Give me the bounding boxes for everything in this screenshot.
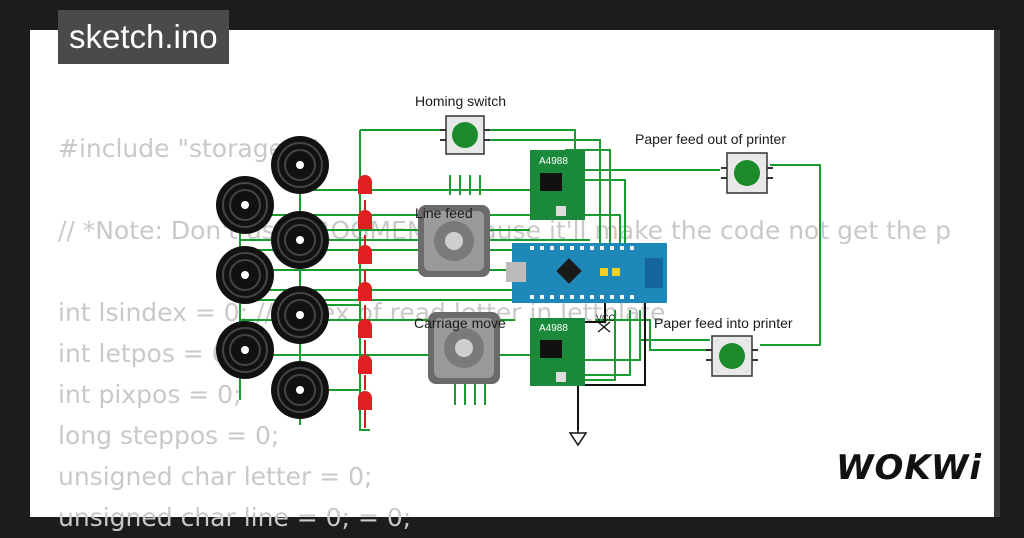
homing-switch-button[interactable]	[440, 115, 490, 155]
buzzer-icon	[216, 321, 274, 379]
homing-switch-label: Homing switch	[415, 93, 506, 109]
led-icon	[358, 355, 372, 374]
led-icon	[358, 210, 372, 229]
arduino-nano[interactable]	[506, 243, 667, 303]
led-icon	[358, 319, 372, 338]
line-feed-stepper[interactable]	[418, 205, 490, 277]
led-icon	[358, 245, 372, 264]
paper-in-button[interactable]	[706, 335, 758, 377]
led-icon	[358, 391, 372, 410]
led-icon	[358, 282, 372, 301]
carriage-stepper[interactable]	[428, 312, 500, 384]
code-line: unsigned char letter = 0;	[58, 462, 373, 491]
driver-2-label: A4988	[539, 323, 568, 334]
sketch-file-tab[interactable]: sketch.ino	[58, 10, 229, 64]
paper-out-label: Paper feed out of printer	[635, 131, 786, 147]
code-line: long steppos = 0;	[58, 421, 280, 450]
vcc-symbol	[597, 321, 611, 333]
driver-1-label: A4988	[539, 156, 568, 167]
scrollbar[interactable]	[994, 30, 1000, 517]
paper-in-label: Paper feed into printer	[654, 315, 793, 331]
a4988-driver-1[interactable]: A4988	[530, 150, 585, 220]
black-wires	[577, 300, 646, 430]
line-feed-label: Line feed	[415, 205, 473, 221]
carriage-move-label: Carriage move	[414, 315, 506, 331]
code-line: int pixpos = 0;	[58, 380, 242, 409]
ground-symbol	[568, 430, 588, 447]
a4988-driver-2[interactable]: A4988	[530, 318, 585, 386]
buzzer-icon	[271, 361, 329, 419]
buzzers[interactable]	[216, 136, 329, 419]
code-line: unsigned char line = 0; = 0;	[58, 503, 412, 532]
vcc-label: VCC	[596, 313, 616, 323]
buzzer-icon	[271, 136, 329, 194]
buzzer-icon	[216, 246, 274, 304]
buzzer-icon	[271, 286, 329, 344]
led-icon	[358, 175, 372, 194]
wokwi-logo: WOKWi	[836, 448, 982, 488]
buzzer-icon	[216, 176, 274, 234]
leds[interactable]	[358, 175, 372, 410]
buzzer-icon	[271, 211, 329, 269]
paper-out-button[interactable]	[721, 152, 773, 194]
